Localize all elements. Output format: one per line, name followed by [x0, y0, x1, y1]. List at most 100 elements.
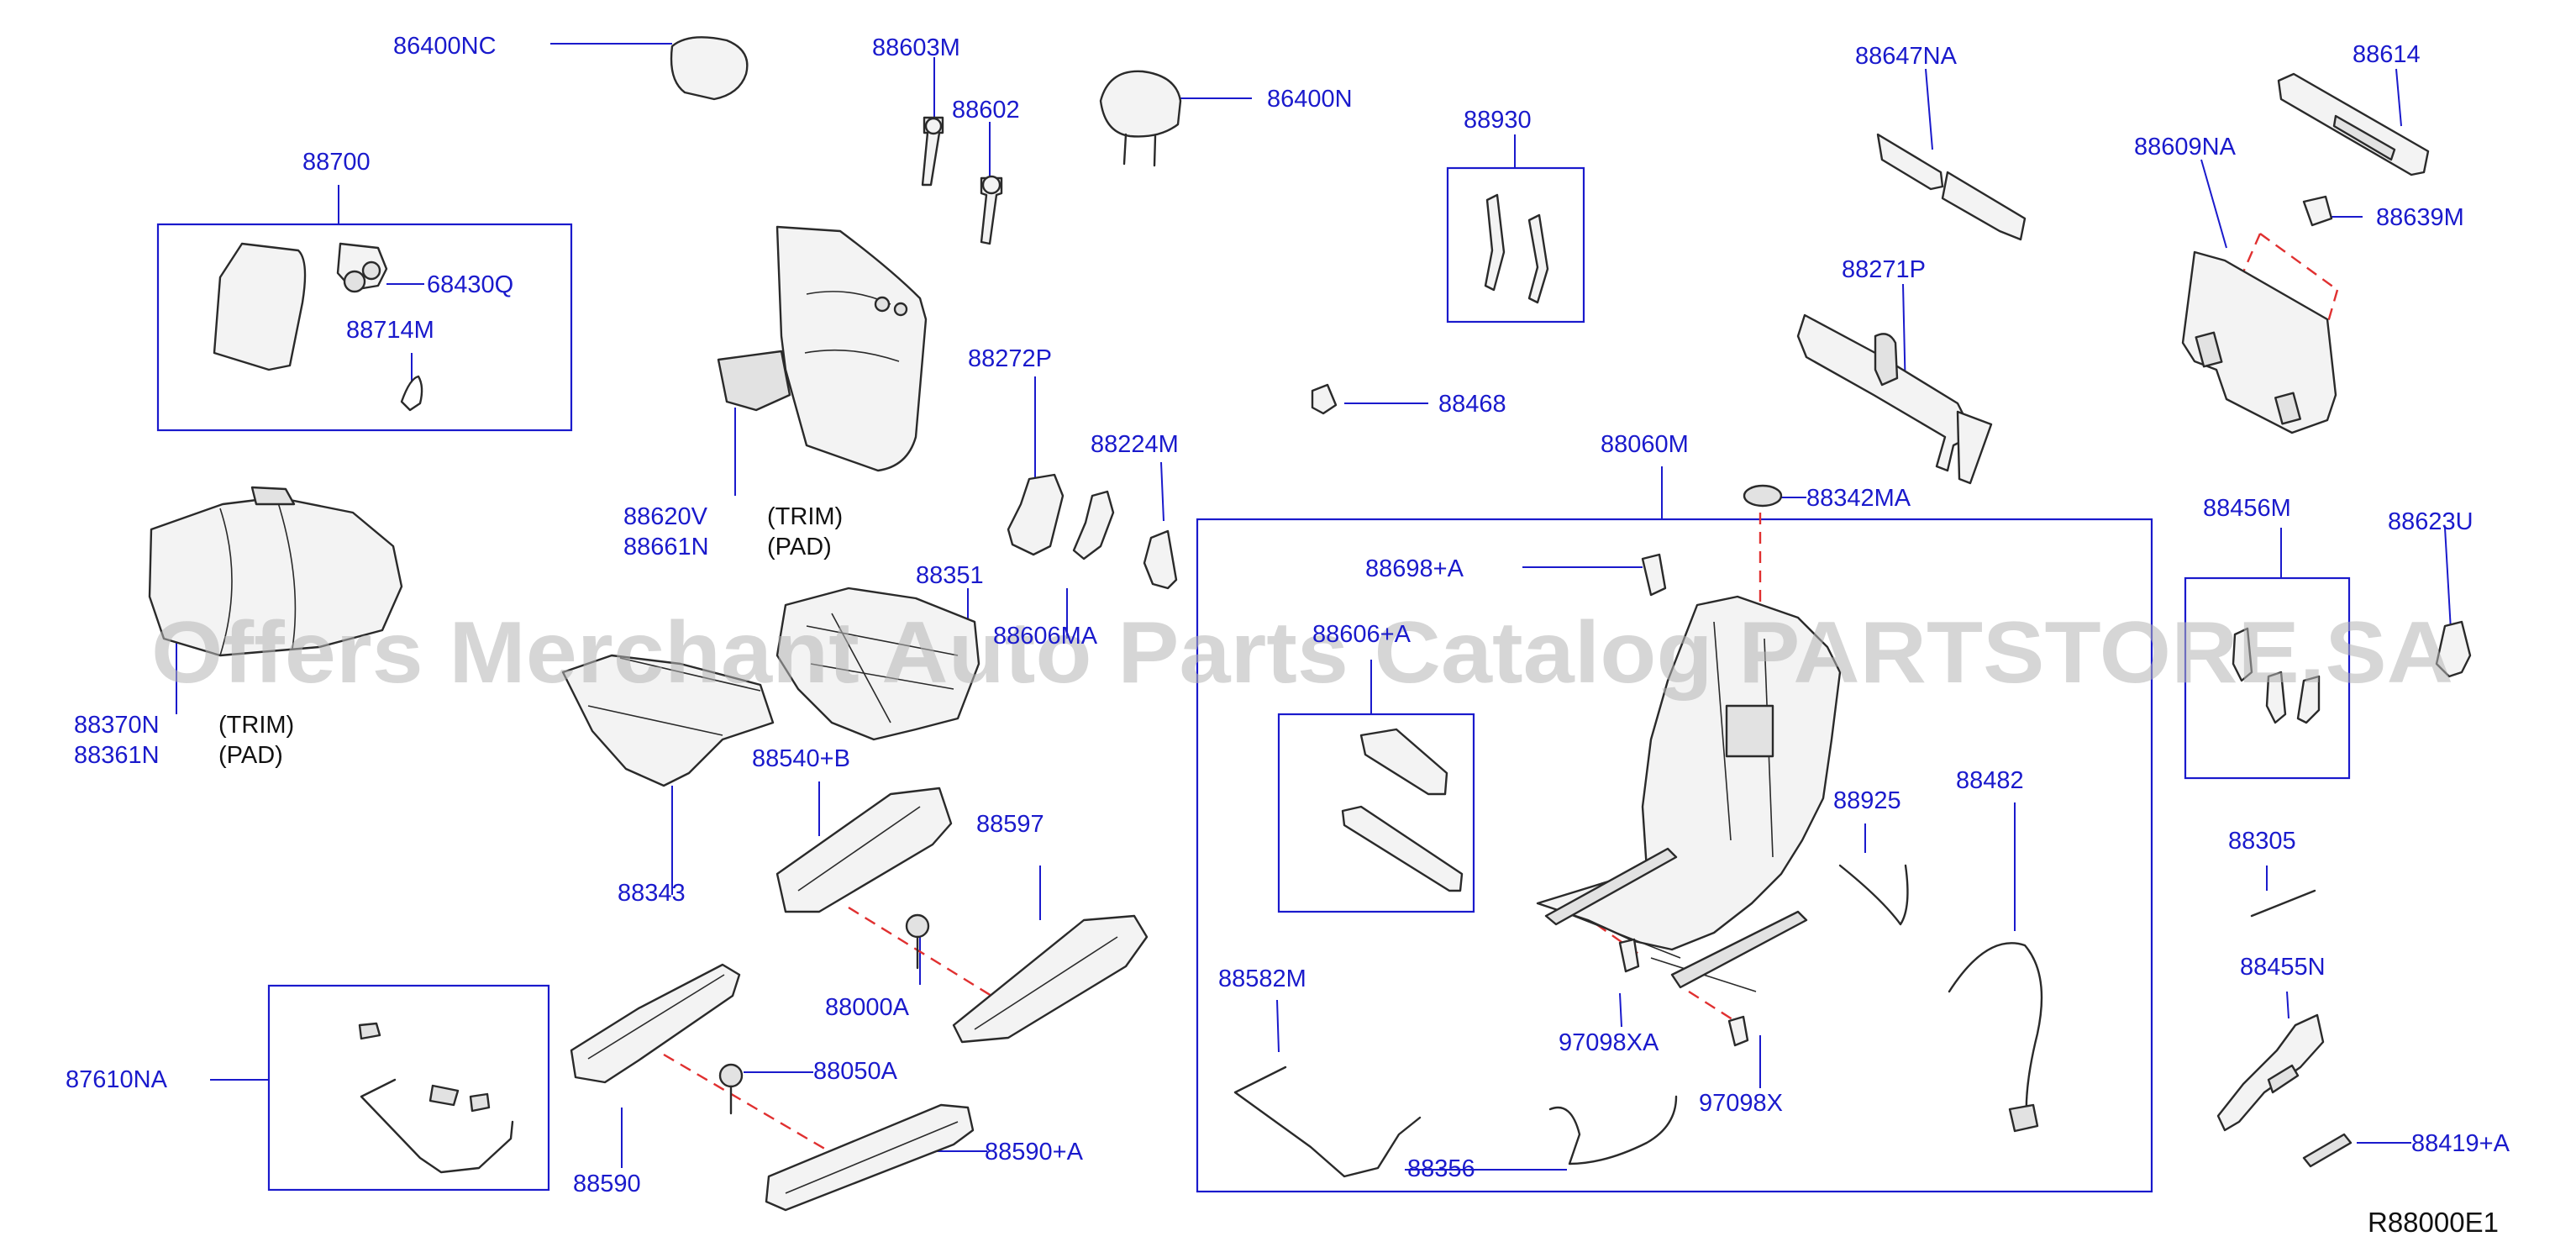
rod-88305-illustration	[2250, 889, 2316, 918]
clip-97098X-illustration	[1727, 1015, 1749, 1047]
seat-back-88620V-illustration	[717, 225, 928, 472]
harness-87610NA-illustration	[358, 1022, 514, 1174]
label-88482[interactable]: 88482	[1956, 767, 2024, 794]
group-box-88060M	[1196, 518, 2153, 1193]
label-88272P[interactable]: 88272P	[968, 345, 1052, 372]
washer-88342MA-illustration	[1743, 484, 1783, 508]
frame-88271P-illustration	[1796, 313, 1993, 485]
annotation-trim-88370N: (TRIM)	[218, 712, 294, 739]
label-88351[interactable]: 88351	[916, 562, 984, 589]
cup-holder-insert-68430Q-illustration	[336, 242, 388, 293]
label-88698A[interactable]: 88698+A	[1365, 555, 1464, 582]
label-88540B[interactable]: 88540+B	[752, 745, 850, 772]
label-88582M[interactable]: 88582M	[1218, 966, 1306, 992]
label-88271P[interactable]: 88271P	[1842, 256, 1926, 283]
label-88370N[interactable]: 88370N	[74, 712, 160, 739]
group-box-88700	[156, 223, 573, 432]
label-88356[interactable]: 88356	[1407, 1155, 1475, 1182]
cover-88606MA-illustration	[1072, 490, 1115, 560]
headrest-86400N-illustration	[1099, 70, 1182, 167]
label-88606MA[interactable]: 88606MA	[993, 623, 1098, 650]
group-box-88456M	[2184, 576, 2351, 780]
harness-88582M-illustration	[1233, 1065, 1422, 1178]
step-cover-88590A-illustration	[765, 1103, 975, 1212]
part-labels: 86400NC 88603M 88602 86400N 88930 88647N…	[66, 33, 2510, 1197]
label-88609NA[interactable]: 88609NA	[2134, 134, 2237, 160]
group-box-88930	[1446, 166, 1585, 324]
finisher-88647NA-illustration	[1876, 133, 2027, 241]
label-88060M[interactable]: 88060M	[1601, 431, 1689, 458]
label-88456M[interactable]: 88456M	[2203, 495, 2291, 522]
label-88224M[interactable]: 88224M	[1091, 431, 1179, 458]
bracket-88698A-illustration	[1641, 553, 1667, 597]
label-97098X[interactable]: 97098X	[1699, 1090, 1783, 1117]
label-88590A[interactable]: 88590+A	[985, 1139, 1084, 1165]
label-88597[interactable]: 88597	[976, 811, 1044, 838]
label-88620V[interactable]: 88620V	[623, 503, 708, 530]
cover-88272P-illustration	[1007, 473, 1065, 556]
step-cover-88590-illustration	[570, 963, 741, 1084]
annotation-pad-88661N: (PAD)	[767, 534, 832, 560]
headrest-86400NC-illustration	[670, 36, 749, 101]
label-88000A[interactable]: 88000A	[825, 994, 910, 1021]
label-88590[interactable]: 88590	[573, 1171, 641, 1197]
label-86400NC[interactable]: 86400NC	[393, 33, 497, 60]
main-frame-88060M-illustration	[1536, 595, 1842, 992]
side-cover-88455N-illustration	[2216, 1013, 2325, 1132]
label-87610NA[interactable]: 87610NA	[66, 1066, 168, 1093]
step-cover-88540B-illustration	[775, 787, 953, 913]
annotation-trim-88620V: (TRIM)	[767, 503, 843, 530]
cover-88614-illustration	[2277, 72, 2430, 176]
label-88930[interactable]: 88930	[1464, 107, 1532, 134]
label-88714M[interactable]: 88714M	[346, 317, 434, 344]
headrest-guide-88602-illustration	[980, 175, 1003, 245]
label-88343[interactable]: 88343	[618, 880, 686, 907]
harness-88925-illustration	[1838, 864, 1909, 926]
label-88050A[interactable]: 88050A	[813, 1058, 898, 1085]
back-board-88609NA-illustration	[2181, 250, 2337, 434]
group-box-88606A	[1277, 713, 1475, 913]
label-88419A[interactable]: 88419+A	[2411, 1130, 2510, 1157]
label-88361N[interactable]: 88361N	[74, 742, 160, 769]
label-68430Q[interactable]: 68430Q	[427, 271, 513, 298]
step-cover-88597-illustration	[952, 914, 1149, 1044]
seat-cushion-88370N-illustration	[148, 486, 403, 657]
watermark-text: Offers Merchant Auto Parts Catalog PARTS…	[151, 604, 2453, 702]
label-88305[interactable]: 88305	[2228, 828, 2296, 855]
label-88455N[interactable]: 88455N	[2240, 954, 2326, 981]
harness-88356-illustration	[1548, 1095, 1678, 1165]
pin-88419A-illustration	[2302, 1133, 2353, 1168]
cover-88224M-illustration	[1143, 529, 1178, 590]
bolt-88050A-illustration	[718, 1063, 744, 1115]
label-88639M[interactable]: 88639M	[2376, 204, 2464, 231]
seat-frame-88351-illustration	[775, 587, 980, 741]
label-97098XA[interactable]: 97098XA	[1559, 1029, 1659, 1056]
bracket-88930-illustration	[1484, 193, 1549, 304]
label-88342MA[interactable]: 88342MA	[1806, 485, 1911, 512]
label-88700[interactable]: 88700	[302, 149, 371, 176]
knob-88639M-illustration	[2302, 195, 2333, 227]
annotation-pad-88361N: (PAD)	[218, 742, 283, 769]
clip-97098XA-illustration	[1618, 938, 1640, 973]
label-88661N[interactable]: 88661N	[623, 534, 709, 560]
harness-88482-illustration	[1948, 942, 2043, 1133]
label-86400N[interactable]: 86400N	[1267, 86, 1353, 113]
label-88623U[interactable]: 88623U	[2388, 508, 2473, 535]
cover-88623U-illustration	[2435, 620, 2472, 678]
label-88603M[interactable]: 88603M	[872, 34, 960, 61]
label-88606A[interactable]: 88606+A	[1312, 621, 1412, 648]
cover-88456M-illustration	[2232, 627, 2321, 724]
label-88602[interactable]: 88602	[952, 97, 1020, 124]
group-box-87610NA	[267, 984, 550, 1192]
label-88468[interactable]: 88468	[1438, 391, 1506, 418]
label-88614[interactable]: 88614	[2353, 41, 2421, 68]
label-88647NA[interactable]: 88647NA	[1855, 43, 1958, 70]
clip-88714M-illustration	[400, 375, 423, 412]
knob-88468-illustration	[1311, 383, 1338, 415]
diagram-code: R88000E1	[2368, 1207, 2499, 1238]
rail-88606A-illustration	[1341, 728, 1464, 892]
headrest-guide-88603M-illustration	[921, 116, 944, 187]
label-88925[interactable]: 88925	[1833, 787, 1901, 814]
cup-holder-88700-illustration	[213, 242, 307, 371]
